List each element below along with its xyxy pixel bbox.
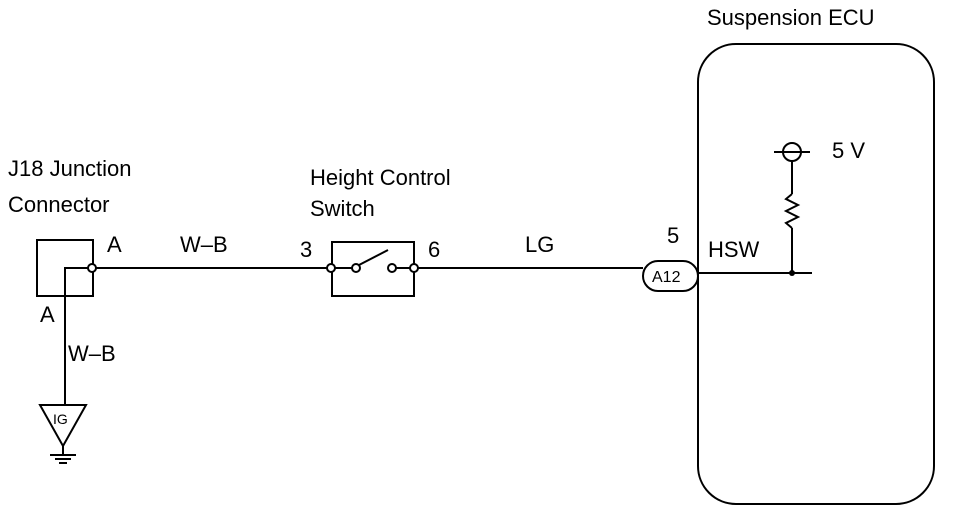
ecu-terminal-label: HSW [708, 237, 760, 262]
junction-terminal-right [87, 263, 97, 273]
resistor-icon [783, 193, 801, 229]
wire-color-label-lg: LG [525, 232, 554, 257]
junction-title-line2: Connector [8, 192, 110, 217]
switch-blade-icon [358, 249, 389, 266]
switch-contact-left [351, 263, 361, 273]
ecu-title: Suspension ECU [707, 5, 875, 30]
ground-ig-label: IG [53, 411, 68, 427]
switch-pin-6 [409, 263, 419, 273]
junction-title-line1: J18 Junction [8, 156, 132, 181]
wire-color-label-wb-left: W–B [68, 341, 116, 366]
ground-ig-triangle [38, 404, 88, 449]
switch-contact-right [387, 263, 397, 273]
switch-pin-left-label: 3 [300, 237, 312, 262]
wire-color-label-wb-top: W–B [180, 232, 228, 257]
junction-terminal-right-label: A [107, 232, 122, 257]
junction-terminal-bottom-label: A [40, 302, 55, 327]
switch-title-line1: Height Control [310, 165, 451, 190]
switch-title-line2: Switch [310, 196, 375, 221]
switch-pin-right-label: 6 [428, 237, 440, 262]
connector-pin-label: 5 [667, 223, 679, 248]
ecu-voltage-label: 5 V [832, 138, 865, 163]
connector-a12-oval [642, 260, 699, 292]
switch-pin-3 [326, 263, 336, 273]
connector-id-label: A12 [652, 269, 681, 286]
junction-internal-wire [64, 267, 88, 296]
